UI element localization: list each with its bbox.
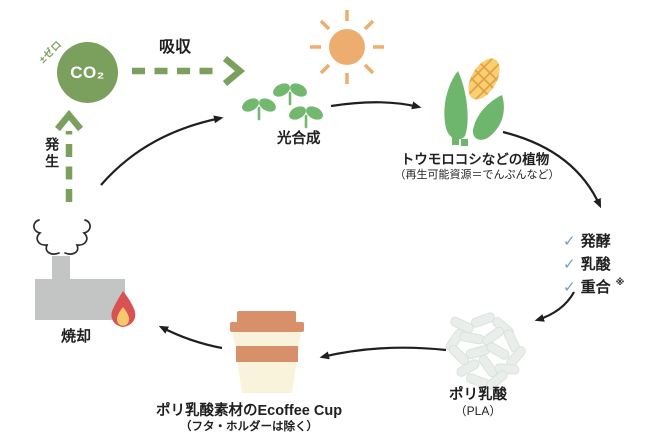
arrow-pla-to-cup — [319, 346, 447, 360]
process-checklist: ✓ 発酵 ✓ 乳酸 ✓ 重合 ※ — [563, 229, 624, 298]
arrow-photosynthesis-to-plants — [330, 101, 422, 110]
process-step-polymerization: ✓ 重合 ※ — [563, 277, 625, 296]
reference-mark: ※ — [615, 277, 625, 287]
photosynthesis-label: 光合成 — [277, 131, 321, 147]
emit-label: 発生 — [44, 137, 61, 171]
arrow-plants-to-process — [502, 130, 602, 209]
smoke-icon — [33, 219, 91, 255]
cycle-arrows — [100, 101, 602, 360]
check-icon: ✓ — [563, 255, 576, 273]
plants-subtitle: （再生可能資源＝でんぷんなど） — [394, 169, 560, 181]
plants-title: トウモロコシなどの植物 — [400, 152, 550, 167]
cup-title: ポリ乳酸素材のEcoffee Cup — [155, 403, 343, 419]
pla-pellets-icon — [445, 312, 526, 390]
emit-arrowhead-icon — [54, 109, 84, 132]
cup-subtitle: （フタ・ホルダーは除く） — [180, 421, 318, 433]
incineration-label: 焼却 — [61, 328, 92, 345]
arrow-incineration-to-photosynthesis — [100, 115, 224, 186]
pla-title: ポリ乳酸 — [449, 387, 507, 403]
arrow-process-to-pla — [534, 291, 575, 322]
process-step-fermentation: ✓ 発酵 — [563, 232, 611, 251]
absorb-arrowhead-icon — [222, 56, 246, 86]
sun-icon — [310, 10, 384, 84]
arrow-cup-to-incineration — [158, 325, 223, 350]
incinerator-icon — [33, 219, 136, 327]
co2-label: CO₂ — [70, 62, 105, 82]
co2-flow-arrows — [54, 56, 246, 202]
check-icon: ✓ — [563, 232, 576, 250]
flame-icon — [111, 291, 136, 327]
pla-subtitle: （PLA） — [454, 404, 502, 418]
co2-node: CO₂ — [57, 42, 118, 103]
process-step-lactic-acid: ✓ 乳酸 — [563, 255, 611, 274]
absorb-label: 吸収 — [159, 39, 192, 56]
check-icon: ✓ — [563, 278, 576, 296]
sprouts-icon — [242, 83, 323, 129]
coffee-cup-icon — [230, 311, 304, 393]
corn-icon — [444, 53, 507, 146]
